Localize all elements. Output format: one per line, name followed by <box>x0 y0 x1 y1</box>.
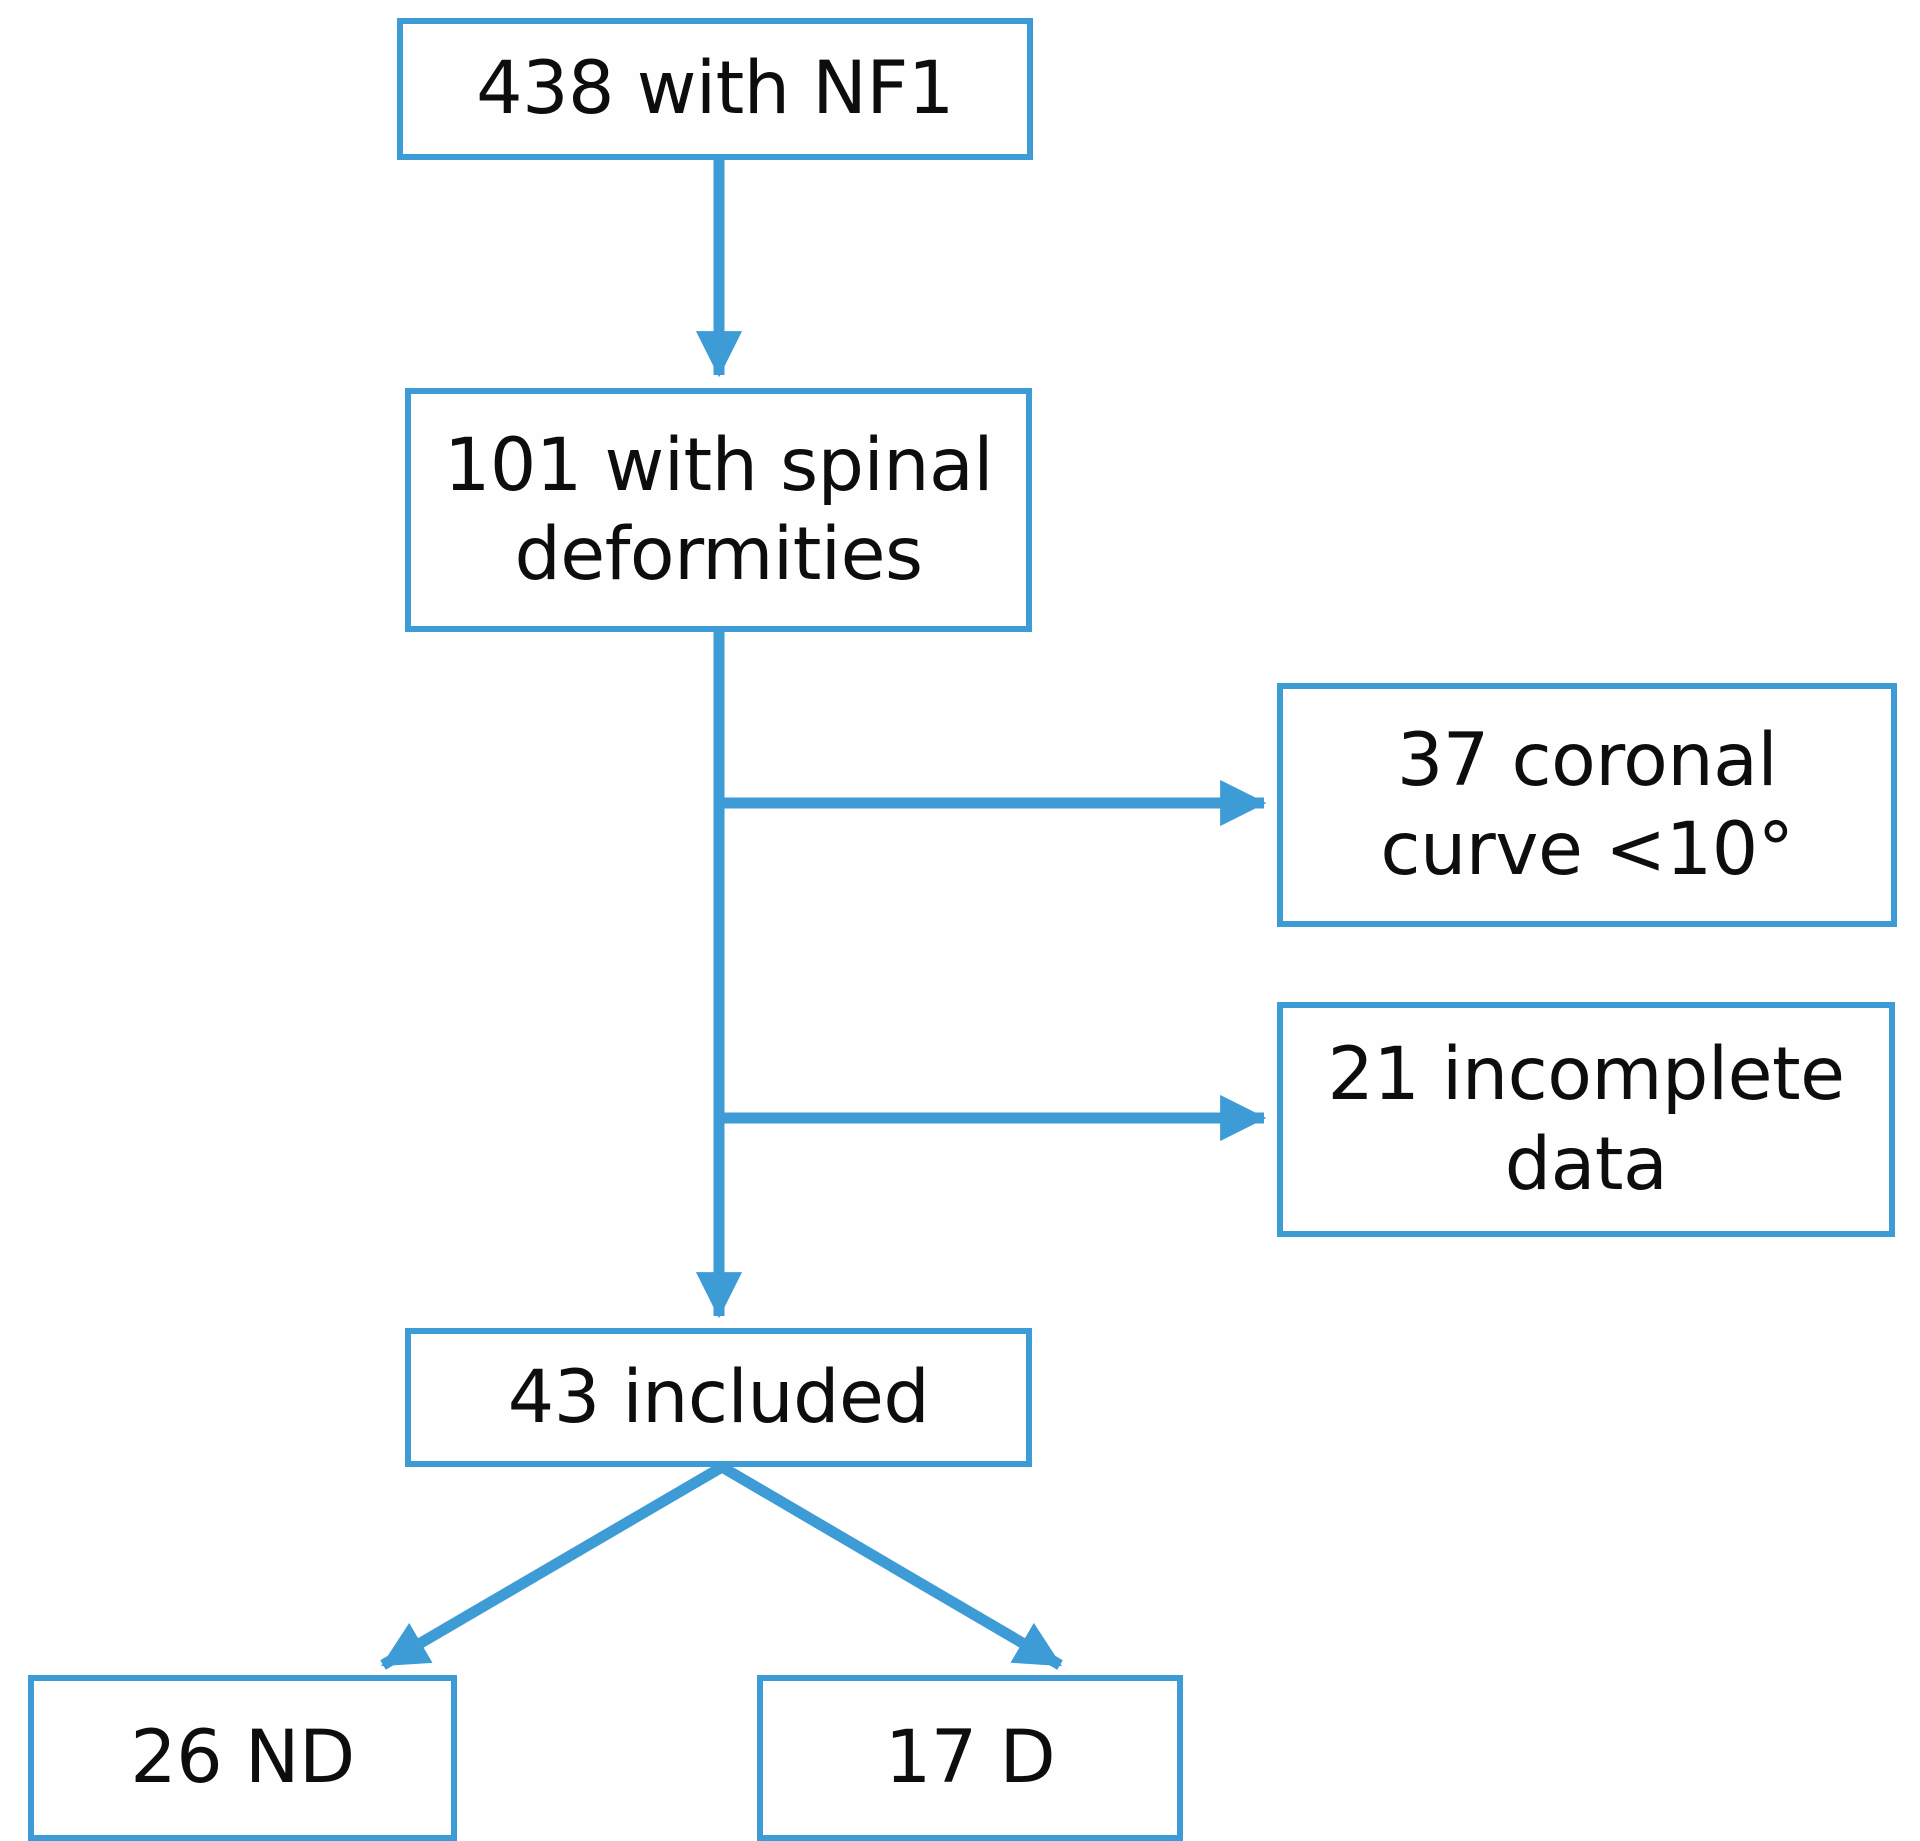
node-label: 43 included <box>507 1354 930 1440</box>
edge-included-to-nd <box>380 1462 725 1670</box>
node-label: 37 coronal curve <10° <box>1380 717 1794 892</box>
node-101-with-spinal-deformities: 101 with spinal deformities <box>405 388 1032 632</box>
node-26-nd: 26 ND <box>28 1675 457 1841</box>
node-label: 17 D <box>884 1715 1056 1801</box>
node-21-incomplete-data: 21 incomplete data <box>1277 1002 1895 1237</box>
node-label: 101 with spinal deformities <box>443 422 994 597</box>
node-label: 21 incomplete data <box>1327 1032 1845 1207</box>
node-37-coronal-curve-under-10-degrees: 37 coronal curve <10° <box>1277 683 1897 927</box>
node-label: 26 ND <box>130 1715 355 1801</box>
node-438-with-nf1: 438 with NF1 <box>397 18 1033 160</box>
node-43-included: 43 included <box>405 1328 1032 1467</box>
node-17-d: 17 D <box>757 1675 1183 1841</box>
edge-included-to-d <box>719 1462 1063 1670</box>
node-label: 438 with NF1 <box>476 46 954 132</box>
